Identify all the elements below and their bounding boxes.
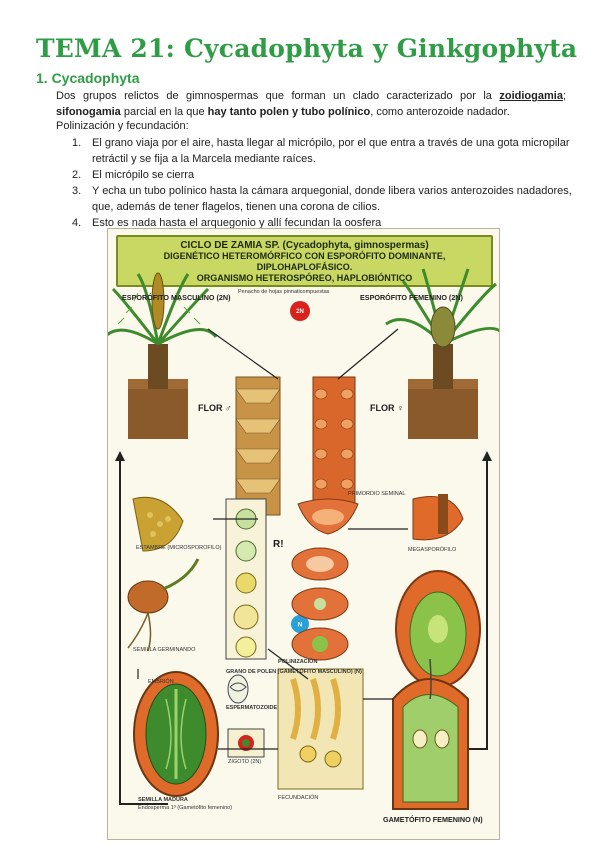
zygote (227, 728, 265, 758)
label-polinizacion: POLINIZACIÓN (278, 659, 318, 665)
step-text: Y echa un tubo polínico hasta la cámara … (92, 185, 572, 213)
label-fecundacion: FECUNDACIÓN (278, 795, 319, 801)
megasporophyll-column (312, 376, 356, 508)
list-item: 3. Y echa un tubo polínico hasta la cámar… (56, 183, 576, 215)
ovule-top (297, 498, 359, 535)
female-gametophyte-large (395, 570, 481, 688)
label-semilla-madura: SEMILLA MADURA (138, 797, 188, 803)
life-cycle-illustration: 2N (108, 268, 499, 810)
banner-subtitle-1: DIGENÉTICO HETEROMÓRFICO CON ESPORÓFITO … (163, 251, 446, 272)
female-cycad-plant (385, 268, 499, 439)
list-item: 2. El micrópilo se cierra (56, 167, 576, 183)
germinating-seed (127, 558, 200, 652)
label-zigoto: ZIGOTO (2N) (228, 759, 262, 765)
step-text: El micrópilo se cierra (92, 169, 195, 181)
label-female-sporophyte: ESPORÓFITO FEMENINO (2N) (360, 293, 463, 302)
label-endosperma: Endosperma 1º (Gametófito femenino) (138, 805, 233, 811)
microsporophyll-column (235, 376, 281, 516)
megasporophyll-detail (412, 494, 464, 541)
male-cycad-plant (108, 272, 218, 439)
list-item: 1. El grano viaja por el aire, hasta lleg… (56, 135, 576, 167)
page-title: TEMA 21: Cycadophyta y Ginkgophyta (36, 34, 578, 63)
polinizacion-label: Polinización y fecundación: (56, 120, 189, 132)
steps-list: 1. El grano viaja por el aire, hasta lleg… (56, 135, 576, 231)
step-text: El grano viaja por el aire, hasta llegar… (92, 137, 570, 165)
label-male-sporophyte: ESPORÓFITO MASCULINO (2N) (122, 293, 231, 302)
label-female-gametophyte: GAMETÓFITO FEMENINO (N) (383, 815, 483, 824)
label-semilla-germinando: SEMILLA GERMINANDO (133, 647, 196, 653)
banner-title: CICLO DE ZAMIA SP. (Cycadophyta, gimnosp… (180, 240, 429, 251)
mature-seed (133, 671, 219, 797)
label-embrion: EMBRIÓN (148, 679, 174, 685)
step-number: 3. (72, 185, 82, 197)
label-espermatozoide: ESPERMATOZOIDE (226, 705, 278, 711)
term-sifonogamia: sifonogamia (56, 106, 121, 118)
intro-bold-phrase: hay tanto polen y tubo polínico (207, 106, 371, 118)
intro-text-3: parcial en la que (120, 106, 208, 118)
intro-text-4: , como anterozoide nadador. (370, 106, 510, 118)
label-penacho: Penacho de hojas pinnaticompuestas (238, 289, 330, 295)
spermatozoid-detail (227, 674, 249, 704)
step-text: Esto es nada hasta el arquegonio y allí … (92, 217, 382, 229)
zamia-life-cycle-figure: CICLO DE ZAMIA SP. (Cycadophyta, gimnosp… (107, 228, 500, 840)
intro-text-1: Dos grupos relictos de gimnospermas que … (56, 90, 500, 102)
intro-text-2: ; (562, 90, 566, 102)
section-heading: 1. Cycadophyta (36, 70, 140, 86)
term-zoidiogamia: zoidiogamia (499, 90, 563, 102)
badge-2n-text: 2N (296, 309, 304, 315)
intro-paragraph: Dos grupos relictos de gimnospermas que … (56, 88, 566, 120)
banner-subtitle-2: ORGANISMO HETEROSPÓREO, HAPLOBIÓNTICO (196, 273, 413, 283)
list-item: 4. Esto es nada hasta el arquegonio y all… (56, 215, 576, 231)
svg-text:N: N (298, 623, 302, 629)
label-estambre: ESTAMBRE (MICROSPOROFILO) (136, 545, 222, 551)
label-flor-female: FLOR ♀ (370, 403, 404, 413)
female-gametophyte-bottom (392, 658, 469, 810)
step-number: 2. (72, 169, 82, 181)
label-primordio: PRIMORDIO SEMINAL (348, 491, 406, 497)
male-cone (132, 496, 184, 552)
label-megasporofilo: MEGASPORÓFILO (408, 547, 457, 553)
label-male-gametophyte: GRANO DE POLEN (GAMETÓFITO MASCULINO) (N… (226, 669, 362, 675)
step-number: 4. (72, 217, 82, 229)
figure-banner: CICLO DE ZAMIA SP. (Cycadophyta, gimnosp… (116, 235, 493, 287)
microspore-strip (225, 498, 267, 660)
label-ri-1: R! (273, 539, 284, 550)
label-flor-male: FLOR ♂ (198, 403, 232, 413)
step-number: 1. (72, 137, 82, 149)
fertilization-cluster (277, 668, 364, 790)
ovule-sequence (291, 547, 349, 661)
